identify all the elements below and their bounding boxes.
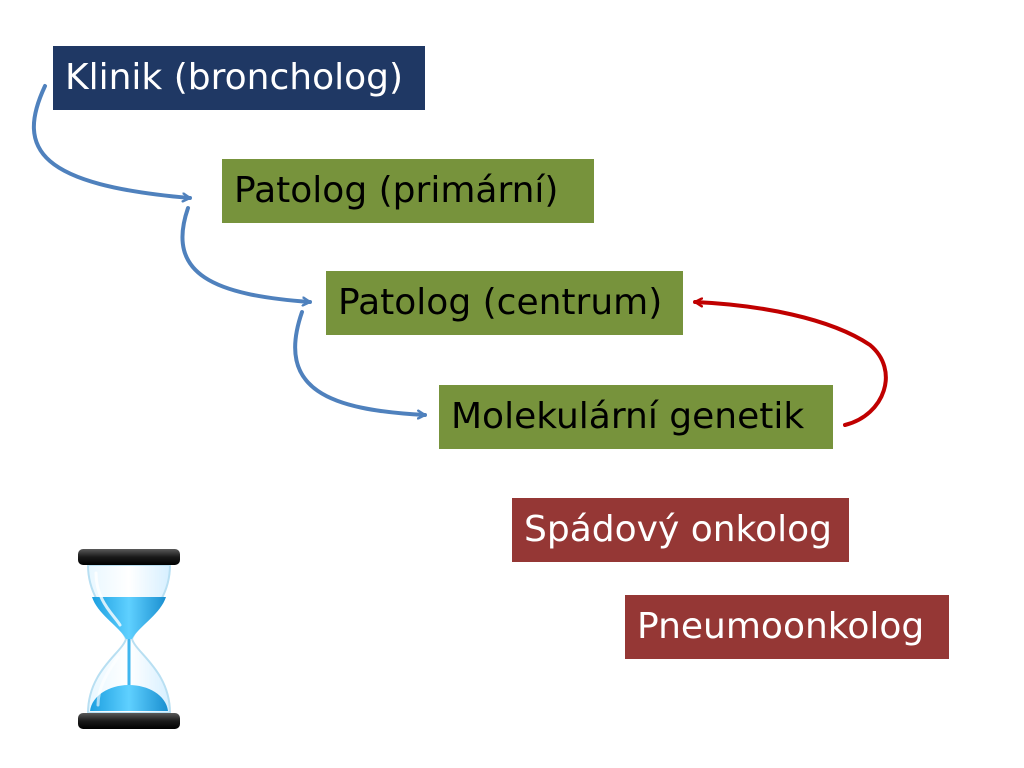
node-molekularni-genetik: Molekulární genetik bbox=[439, 385, 833, 449]
node-patolog-centrum: Patolog (centrum) bbox=[326, 271, 683, 335]
hourglass-icon bbox=[78, 549, 180, 729]
node-patolog-primarni: Patolog (primární) bbox=[222, 159, 594, 223]
node-pneumoonkolog: Pneumoonkolog bbox=[625, 595, 949, 659]
node-klinik-broncholog: Klinik (broncholog) bbox=[53, 46, 425, 110]
node-spadovy-onkolog: Spádový onkolog bbox=[512, 498, 849, 562]
